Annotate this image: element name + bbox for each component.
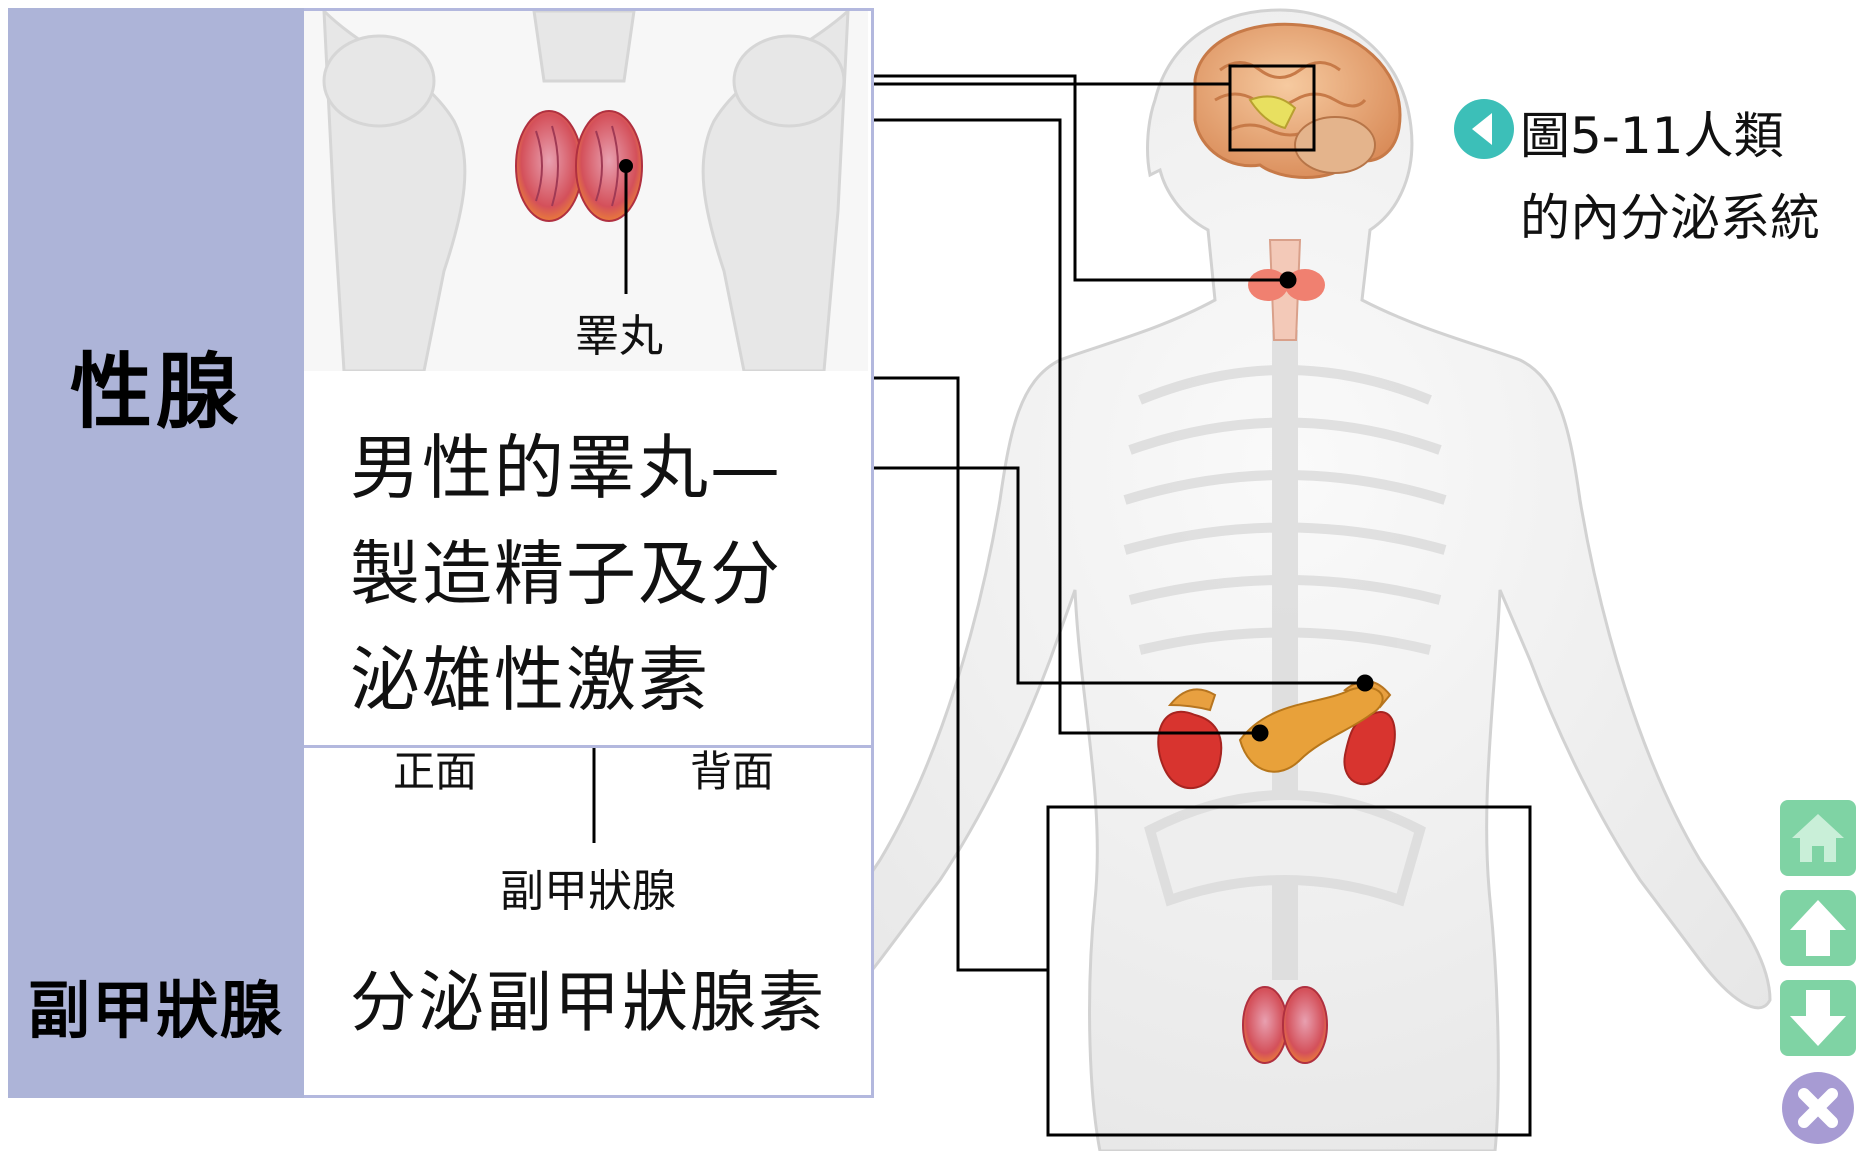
up-button[interactable] [1780, 890, 1856, 966]
close-button[interactable] [1780, 1070, 1856, 1146]
parathyroid-label: 副甲狀腺 [500, 855, 676, 919]
back-view-label: 背面 [690, 738, 774, 799]
parathyroid-pointer [304, 748, 868, 868]
category-gonad: 性腺 [8, 325, 304, 444]
category-column [8, 8, 304, 1098]
down-button[interactable] [1780, 980, 1856, 1056]
figure-caption: 圖5-11人類 的內分泌系統 [1520, 95, 1856, 259]
front-view-label: 正面 [393, 738, 477, 799]
figure-caption-line1: 圖5-11人類 [1520, 95, 1856, 177]
home-icon [1780, 800, 1856, 876]
figure-caption-line2: 的內分泌系統 [1520, 177, 1856, 259]
gonad-description: 男性的睪丸— 製造精子及分 泌雄性激素 [350, 415, 870, 733]
testis-label: 睪丸 [575, 300, 663, 364]
parathyroid-description: 分泌副甲狀腺素 [350, 950, 870, 1056]
close-icon [1780, 1070, 1856, 1146]
category-parathyroid: 副甲狀腺 [8, 960, 304, 1050]
home-button[interactable] [1780, 800, 1856, 876]
back-arrow-icon[interactable] [1452, 97, 1516, 161]
down-arrow-icon [1780, 980, 1856, 1056]
up-arrow-icon [1780, 890, 1856, 966]
